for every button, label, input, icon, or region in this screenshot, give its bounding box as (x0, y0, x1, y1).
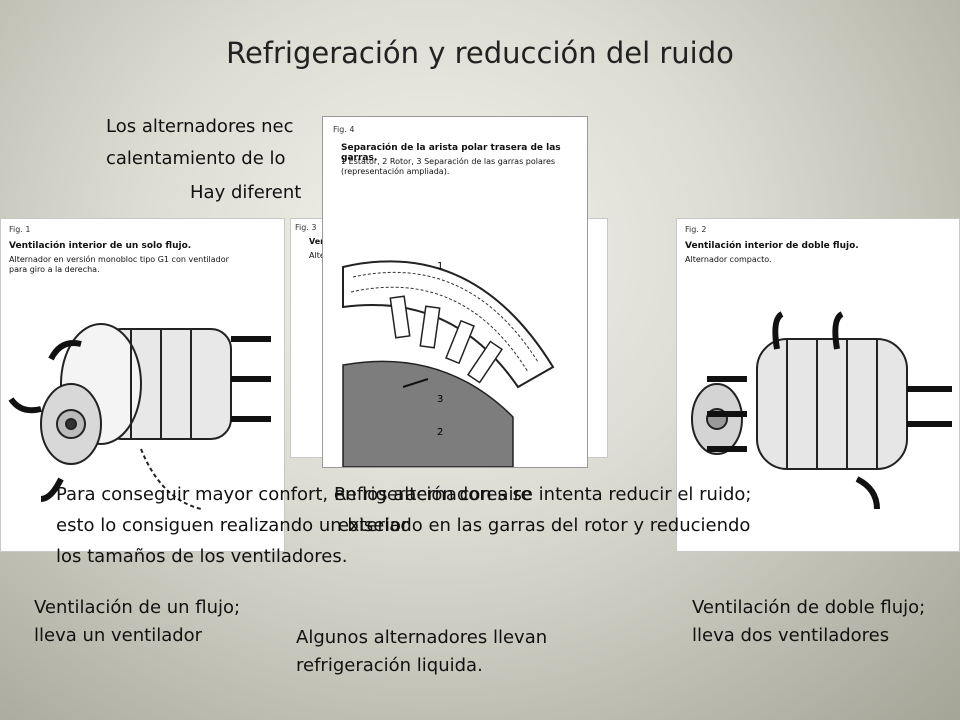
external-air-label-line-2: exterior (338, 515, 409, 536)
alternator-single-flow-drawing (8, 323, 271, 510)
figure-number: Fig. 3 (295, 223, 317, 232)
comfort-text-line-1: Para conseguir mayor confort, en los alt… (56, 484, 752, 505)
figure-title: Ventilación interior de un solo flujo. (9, 241, 192, 251)
comfort-text-line-2: esto lo consiguen realizando un biselado… (56, 515, 751, 536)
external-air-label-line-1: Refrigeración con aire (334, 484, 532, 505)
figure-text-line: Alternador en versión monobloc tipo G1 c… (9, 255, 229, 264)
figure-text-line: 1 Estátor, 2 Rotor, 3 Separación de las … (341, 157, 556, 166)
figure-title: Separación de la arista polar trasera de… (341, 143, 561, 163)
caption-liquid-cooling: Algunos alternadores llevan refrigeració… (296, 627, 548, 676)
stator-rotor-drawing: 1 3 2 (342, 260, 555, 467)
figure-title: Ventilación interior de doble flujo. (685, 241, 859, 251)
figure-text-line: (representación ampliada). (341, 167, 450, 176)
figure-number: Fig. 2 (685, 225, 707, 234)
label-stator: 1 (437, 261, 443, 272)
caption-double-flow: Ventilación de doble flujo; lleva dos ve… (692, 597, 926, 646)
figure-double-flow-ventilation: Fig. 2 Ventilación interior de doble flu… (676, 218, 960, 552)
comfort-text-line-3: los tamaños de los ventiladores. (56, 546, 348, 567)
caption-single-flow: Ventilación de un flujo; lleva un ventil… (34, 597, 241, 646)
figure-single-flow-ventilation: Fig. 1 Ventilación interior de un solo f… (0, 218, 285, 552)
figure-text: Alternador en versión monobloc tipo G1 c… (9, 255, 229, 275)
label-separation: 3 (437, 394, 443, 405)
label-rotor: 2 (437, 427, 443, 438)
figure-number: Fig. 4 (333, 125, 355, 134)
figure-text: Altern (309, 251, 333, 260)
slide-title: Refrigeración y reducción del ruido (226, 36, 734, 70)
figure-text: Alternador compacto. (685, 255, 772, 264)
figure-number: Fig. 1 (9, 225, 31, 234)
figure-text: 1 Estátor, 2 Rotor, 3 Separación de las … (341, 157, 555, 177)
alternator-double-flow-drawing (691, 311, 952, 510)
figure-text-line: para giro a la derecha. (9, 265, 100, 274)
figure-rotor-claw-separation: Fig. 4 Separación de la arista polar tra… (322, 116, 588, 468)
